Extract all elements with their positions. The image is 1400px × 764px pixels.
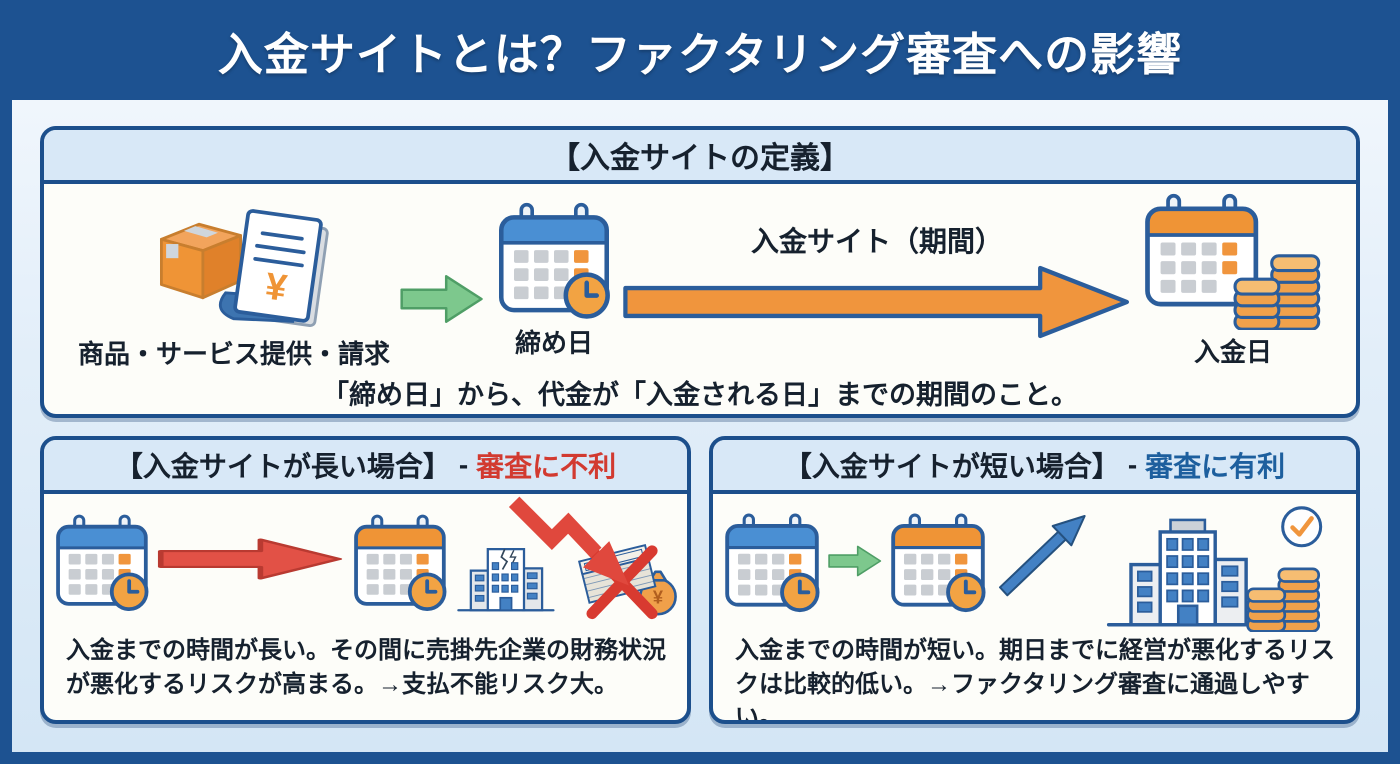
calendar-clock-icon	[350, 512, 450, 614]
calendar-clock-icon	[52, 512, 152, 614]
short-case-header: 【入金サイトが短い場合】 - 審査に有利	[713, 440, 1356, 494]
calendar-coins-icon	[1140, 192, 1321, 330]
comparison-row: 【入金サイトが長い場合】 - 審査に不利	[40, 436, 1360, 724]
green-arrow-icon	[828, 541, 882, 581]
short-case-panel: 【入金サイトが短い場合】 - 審査に有利	[709, 436, 1360, 724]
closing-date-label: 締め日	[515, 328, 594, 358]
healthy-building-coins-icon	[1106, 504, 1329, 632]
content-area: 【入金サイトの定義】 商品・サービス提供・請求 締め日	[12, 100, 1388, 752]
page-title: 入金サイトとは？ファクタリング審査への影響	[217, 28, 1183, 80]
calendar-clock-icon	[887, 512, 989, 614]
long-case-verdict: 審査に不利	[476, 451, 617, 482]
short-case-heading: 【入金サイトが短い場合】	[783, 451, 1120, 482]
short-case-verdict: 審査に有利	[1145, 451, 1286, 482]
short-case-icons	[713, 494, 1356, 632]
calendar-clock-icon	[721, 512, 823, 614]
long-case-header: 【入金サイトが長い場合】 - 審査に不利	[44, 440, 687, 494]
delivery-label: 商品・サービス提供・請求	[78, 339, 391, 369]
short-case-description: 入金までの時間が短い。期日までに経営が悪化するリスクは比較的低い。→ファクタリン…	[735, 637, 1335, 724]
check-circle-icon	[1283, 508, 1321, 546]
definition-note: 「締め日」から、代金が「入金される日」までの期間のこと。	[322, 380, 1078, 410]
calendar-clock-icon	[494, 201, 614, 321]
definition-body: 商品・サービス提供・請求 締め日 入金サイト（期間）	[44, 184, 1356, 414]
period-block: 入金サイト（期間）	[622, 220, 1132, 342]
long-case-description: 入金までの時間が長い。その間に売掛先企業の財務状況が悪化するリスクが高まる。→支…	[66, 637, 666, 698]
long-case-heading: 【入金サイトが長い場合】	[114, 451, 451, 482]
red-arrow-icon	[157, 536, 345, 582]
flow-step-payment-date: 入金日	[1140, 192, 1326, 369]
long-case-icons	[44, 494, 687, 632]
healthy-building-icon	[1106, 518, 1269, 627]
package-and-invoice-icon	[135, 190, 333, 332]
title-bar: 入金サイトとは？ファクタリング審査への影響	[0, 0, 1400, 100]
definition-flow: 商品・サービス提供・請求 締め日 入金サイト（期間）	[44, 184, 1356, 371]
green-arrow-icon	[400, 272, 484, 326]
definition-panel-header: 【入金サイトの定義】	[44, 130, 1356, 184]
payment-date-label: 入金日	[1193, 337, 1272, 367]
short-case-separator: -	[1127, 449, 1138, 480]
long-case-panel: 【入金サイトが長い場合】 - 審査に不利	[40, 436, 691, 724]
declining-zigzag-arrow-icon	[495, 492, 653, 592]
rising-blue-arrow-icon	[994, 497, 1094, 615]
definition-heading: 【入金サイトの定義】	[550, 142, 850, 175]
long-case-separator: -	[458, 449, 469, 480]
long-orange-arrow-icon	[622, 262, 1132, 342]
coin-stack-icon	[1246, 567, 1321, 632]
flow-step-closing-date: 締め日	[494, 201, 614, 360]
definition-panel: 【入金サイトの定義】 商品・サービス提供・請求 締め日	[40, 126, 1360, 418]
period-label: 入金サイト（期間）	[751, 225, 1004, 257]
flow-step-delivery: 商品・サービス提供・請求	[78, 190, 390, 371]
